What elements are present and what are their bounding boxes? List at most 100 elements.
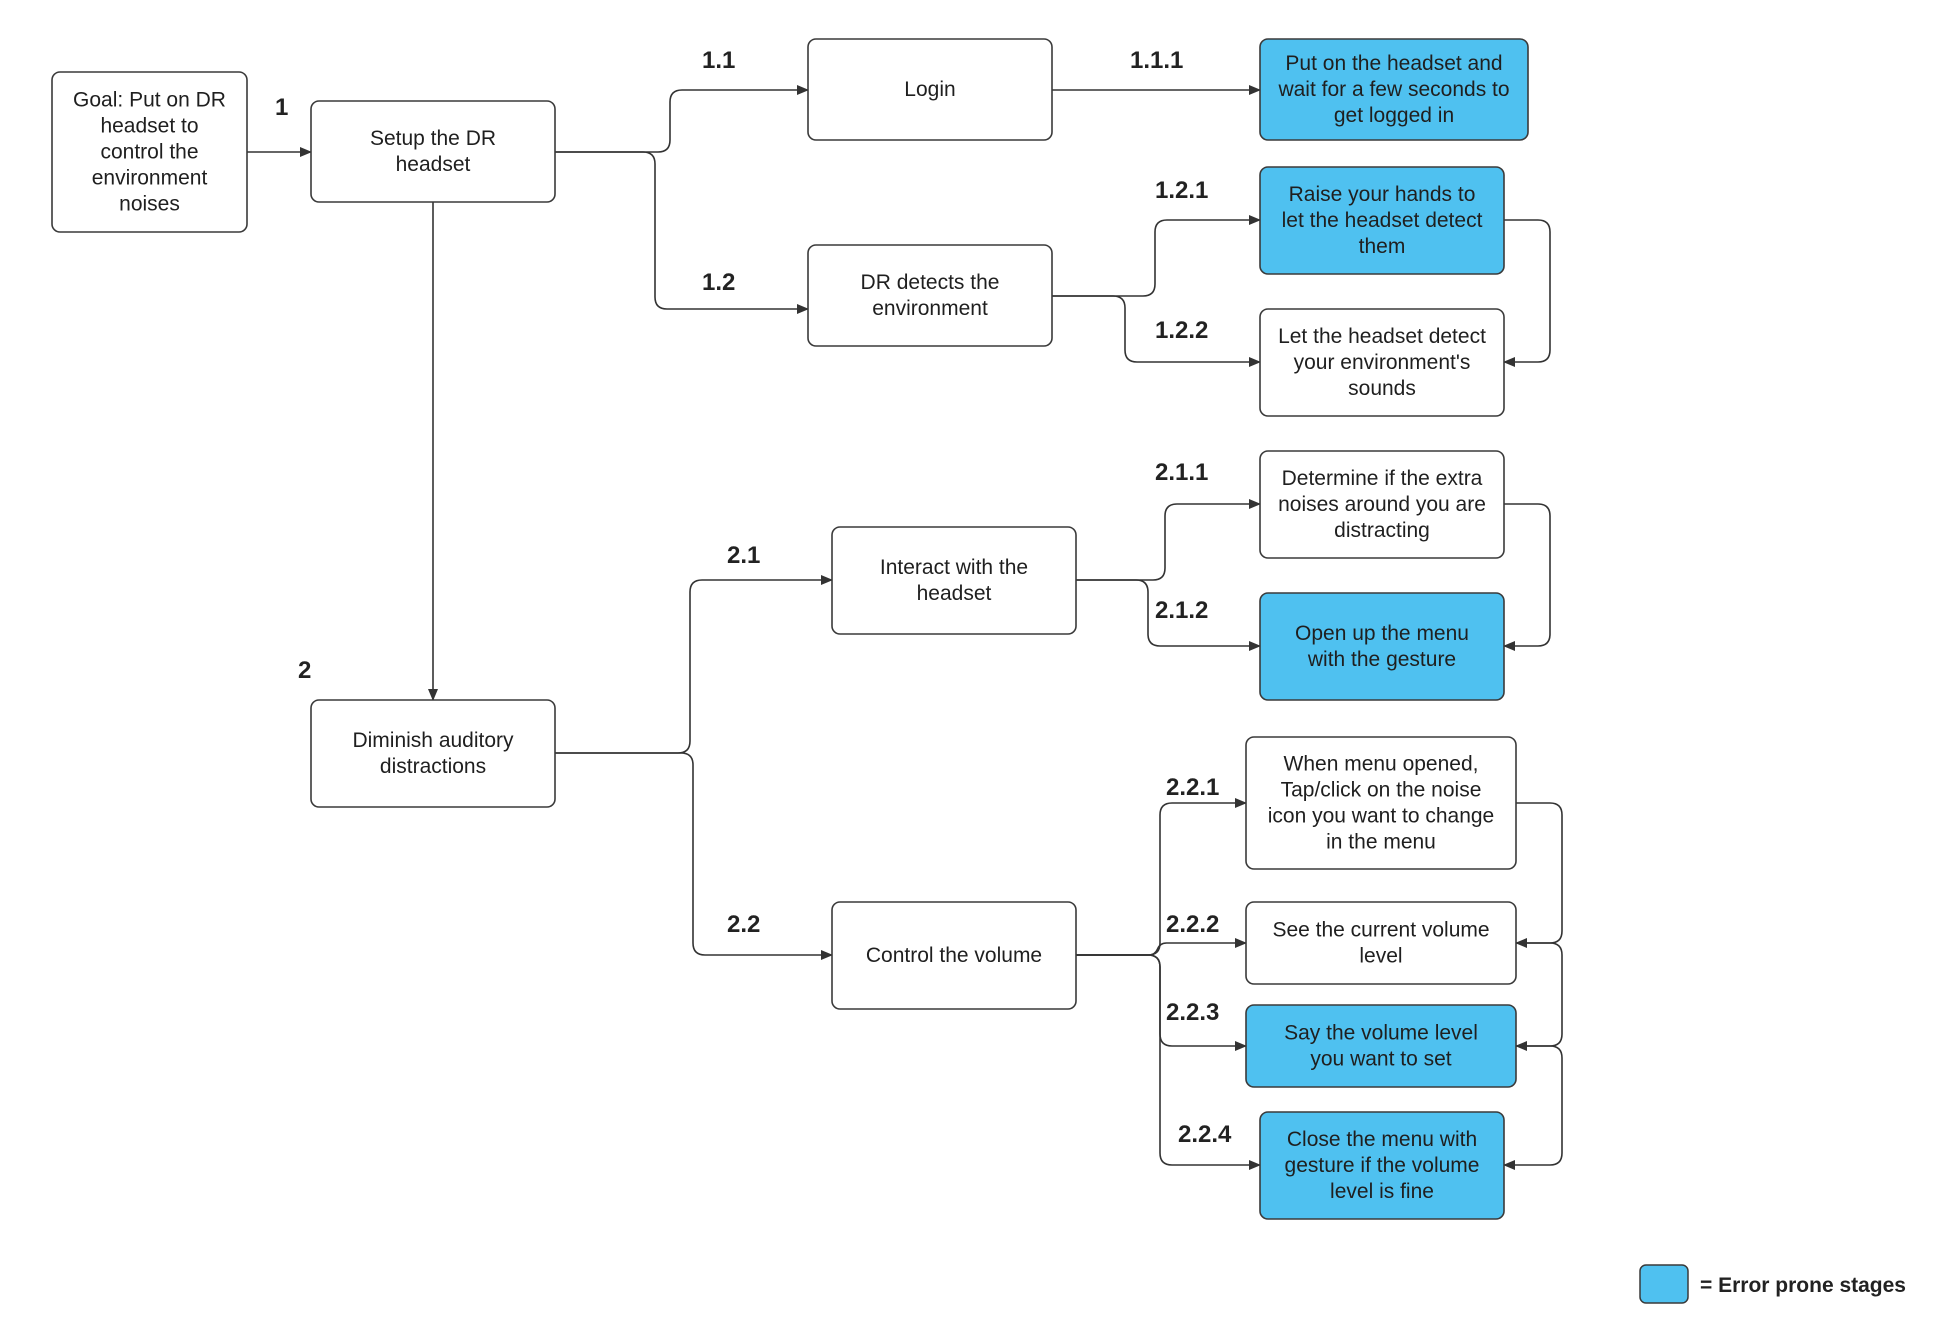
step-label-2-1: 2.1: [727, 542, 760, 569]
node-n2-1-1-text-line: distracting: [1334, 519, 1430, 542]
node-n1-2: DR detects the environment: [807, 244, 1053, 347]
node-n2-2-4-text-line: level is fine: [1330, 1180, 1434, 1203]
node-n2-2-box: [831, 901, 1077, 1010]
node-n2-2-3-box: [1245, 1004, 1517, 1088]
node-n2-1-2-text-line: Open up the menu: [1295, 622, 1469, 645]
legend: = Error prone stages: [1639, 1264, 1906, 1304]
node-n1: Setup the DR headset: [310, 100, 556, 203]
node-n2-2-2-text-line: level: [1359, 945, 1402, 968]
edge-n2-to-n2-2: [555, 752, 833, 960]
node-n1-1-1-box: [1259, 38, 1529, 141]
step-label-2-2-2: 2.2.2: [1166, 911, 1219, 938]
node-n2-box: [310, 699, 556, 808]
node-n2-1-2-text-line: with the gesture: [1307, 648, 1456, 671]
edge-n2-2-2-to-n2-2-3: [1515, 942, 1563, 1051]
node-n1-2-2-text-line: your environment's: [1294, 351, 1471, 374]
edge-n2-2-to-n2-2-3: [1076, 954, 1247, 1051]
node-n2-text-line: Diminish auditory: [352, 729, 514, 752]
node-n2-1-text-line: headset: [917, 582, 992, 605]
node-n1-2-1-text-line: Raise your hands to: [1289, 183, 1476, 206]
legend-swatch: [1639, 1264, 1689, 1304]
node-n2-2-1-text-line: in the menu: [1326, 831, 1436, 854]
edge-n1-2-to-n1-2-2: [1052, 295, 1261, 367]
edge-n1-to-n1-2: [555, 151, 809, 314]
node-n2-2-3-text-line: you want to set: [1310, 1048, 1451, 1071]
node-n2-2-1: When menu opened,Tap/click on the noisei…: [1245, 736, 1517, 870]
edge-n1-2-to-n1-2-1: [1052, 215, 1261, 297]
node-n1-1-1: Put on the headset and wait for a few sec…: [1259, 38, 1529, 141]
node-n2-1-2-box: [1259, 592, 1505, 701]
edge-n2-1-to-n2-1-2: [1076, 579, 1261, 651]
node-n1-2-text-line: DR detects the: [861, 271, 1000, 294]
step-label-1-1-1: 1.1.1: [1130, 47, 1183, 74]
edge-n2-2-to-n2-2-1: [1076, 798, 1247, 956]
edge-n1-2-1-to-n1-2-2: [1503, 219, 1551, 367]
node-n2-1-1-text-line: noises around you are: [1278, 493, 1486, 516]
node-n2-1-1: Determine if the extra noises around you …: [1259, 450, 1505, 559]
edge-n2-to-n2-1: [555, 575, 833, 754]
node-n2-2-2-text-line: See the current volume: [1272, 919, 1489, 942]
node-n2-1-1-box: [1259, 450, 1505, 559]
edge-n2-2-to-n2-2-2: [1076, 938, 1247, 956]
node-n2-2-text-line: Control the volume: [866, 944, 1042, 967]
node-n1-2-1-text-line: them: [1359, 235, 1406, 258]
edge-n2-1-1-to-n2-1-2: [1503, 503, 1551, 651]
node-n1-2-2-box: [1259, 308, 1505, 417]
step-label-1-1: 1.1: [702, 47, 735, 74]
node-n2-2: Control the volume: [831, 901, 1077, 1010]
node-n1-2-text-line: environment: [872, 297, 988, 320]
edges-layer: [247, 85, 1563, 1170]
node-n1-1: Login: [807, 38, 1053, 141]
step-label-2-2: 2.2: [727, 911, 760, 938]
step-label-2-1-1: 2.1.1: [1155, 459, 1208, 486]
node-n2-2-1-text-line: Tap/click on the noise: [1281, 779, 1482, 802]
step-label-2-2-3: 2.2.3: [1166, 999, 1219, 1026]
node-n1-2-2: Let the headset detect your environment's…: [1259, 308, 1505, 417]
node-n2-text-line: distractions: [380, 755, 486, 778]
node-n1-1-1-text-line: wait for a few seconds to: [1277, 78, 1509, 101]
node-n1-box: [310, 100, 556, 203]
node-n2-1-text-line: Interact with the: [880, 556, 1028, 579]
edge-n2-2-to-n2-2-4: [1076, 954, 1261, 1170]
node-n1-2-1-text-line: let the headset detect: [1282, 209, 1483, 232]
node-n2-2-2-box: [1245, 901, 1517, 985]
node-goal-text-line: noises: [119, 193, 180, 216]
node-n2-2-4-box: [1259, 1111, 1505, 1220]
node-n1-1-text-line: Login: [904, 78, 955, 101]
node-n2-2-1-box: [1245, 736, 1517, 870]
node-n1-2-2-text-line: Let the headset detect: [1278, 325, 1486, 348]
node-n2-2-2: See the current volume level: [1245, 901, 1517, 985]
node-n2-2-3: Say the volume level you want to set: [1245, 1004, 1517, 1088]
node-n1-1-1-text-line: get logged in: [1334, 104, 1454, 127]
step-label-1: 1: [275, 94, 288, 121]
node-n2-2-3-text-line: Say the volume level: [1284, 1022, 1478, 1045]
node-n1-2-box: [807, 244, 1053, 347]
step-label-1-2-2: 1.2.2: [1155, 317, 1208, 344]
node-n2-2-4-text-line: Close the menu with: [1287, 1128, 1477, 1151]
node-n1-1-1-text-line: Put on the headset and: [1285, 52, 1502, 75]
node-n1-2-1: Raise your hands to let the headset detec…: [1259, 166, 1505, 275]
node-n2-1: Interact with the headset: [831, 526, 1077, 635]
node-n1-text-line: Setup the DR: [370, 127, 496, 150]
node-n2-1-2: Open up the menu with the gesture: [1259, 592, 1505, 701]
node-n1-text-line: headset: [396, 153, 471, 176]
node-goal-text-line: environment: [92, 167, 208, 190]
node-goal-text-line: Goal: Put on DR: [73, 89, 226, 112]
step-label-2: 2: [298, 657, 311, 684]
step-label-1-2: 1.2: [702, 269, 735, 296]
node-n2-2-4-text-line: gesture if the volume: [1285, 1154, 1480, 1177]
step-label-2-2-1: 2.2.1: [1166, 774, 1219, 801]
node-goal-text-line: control the: [100, 141, 198, 164]
edge-n2-2-1-to-n2-2-2: [1515, 802, 1563, 948]
edge-n2-1-to-n2-1-1: [1076, 499, 1261, 581]
node-n1-1-box: [807, 38, 1053, 141]
step-label-1-2-1: 1.2.1: [1155, 177, 1208, 204]
step-label-2-2-4: 2.2.4: [1178, 1121, 1232, 1148]
node-n2-2-1-text-line: icon you want to change: [1268, 805, 1495, 828]
node-n2-1-1-text-line: Determine if the extra: [1282, 467, 1483, 490]
node-n2: Diminish auditory distractions: [310, 699, 556, 808]
node-n2-2-4: Close the menu with gesture if the volume…: [1259, 1111, 1505, 1220]
